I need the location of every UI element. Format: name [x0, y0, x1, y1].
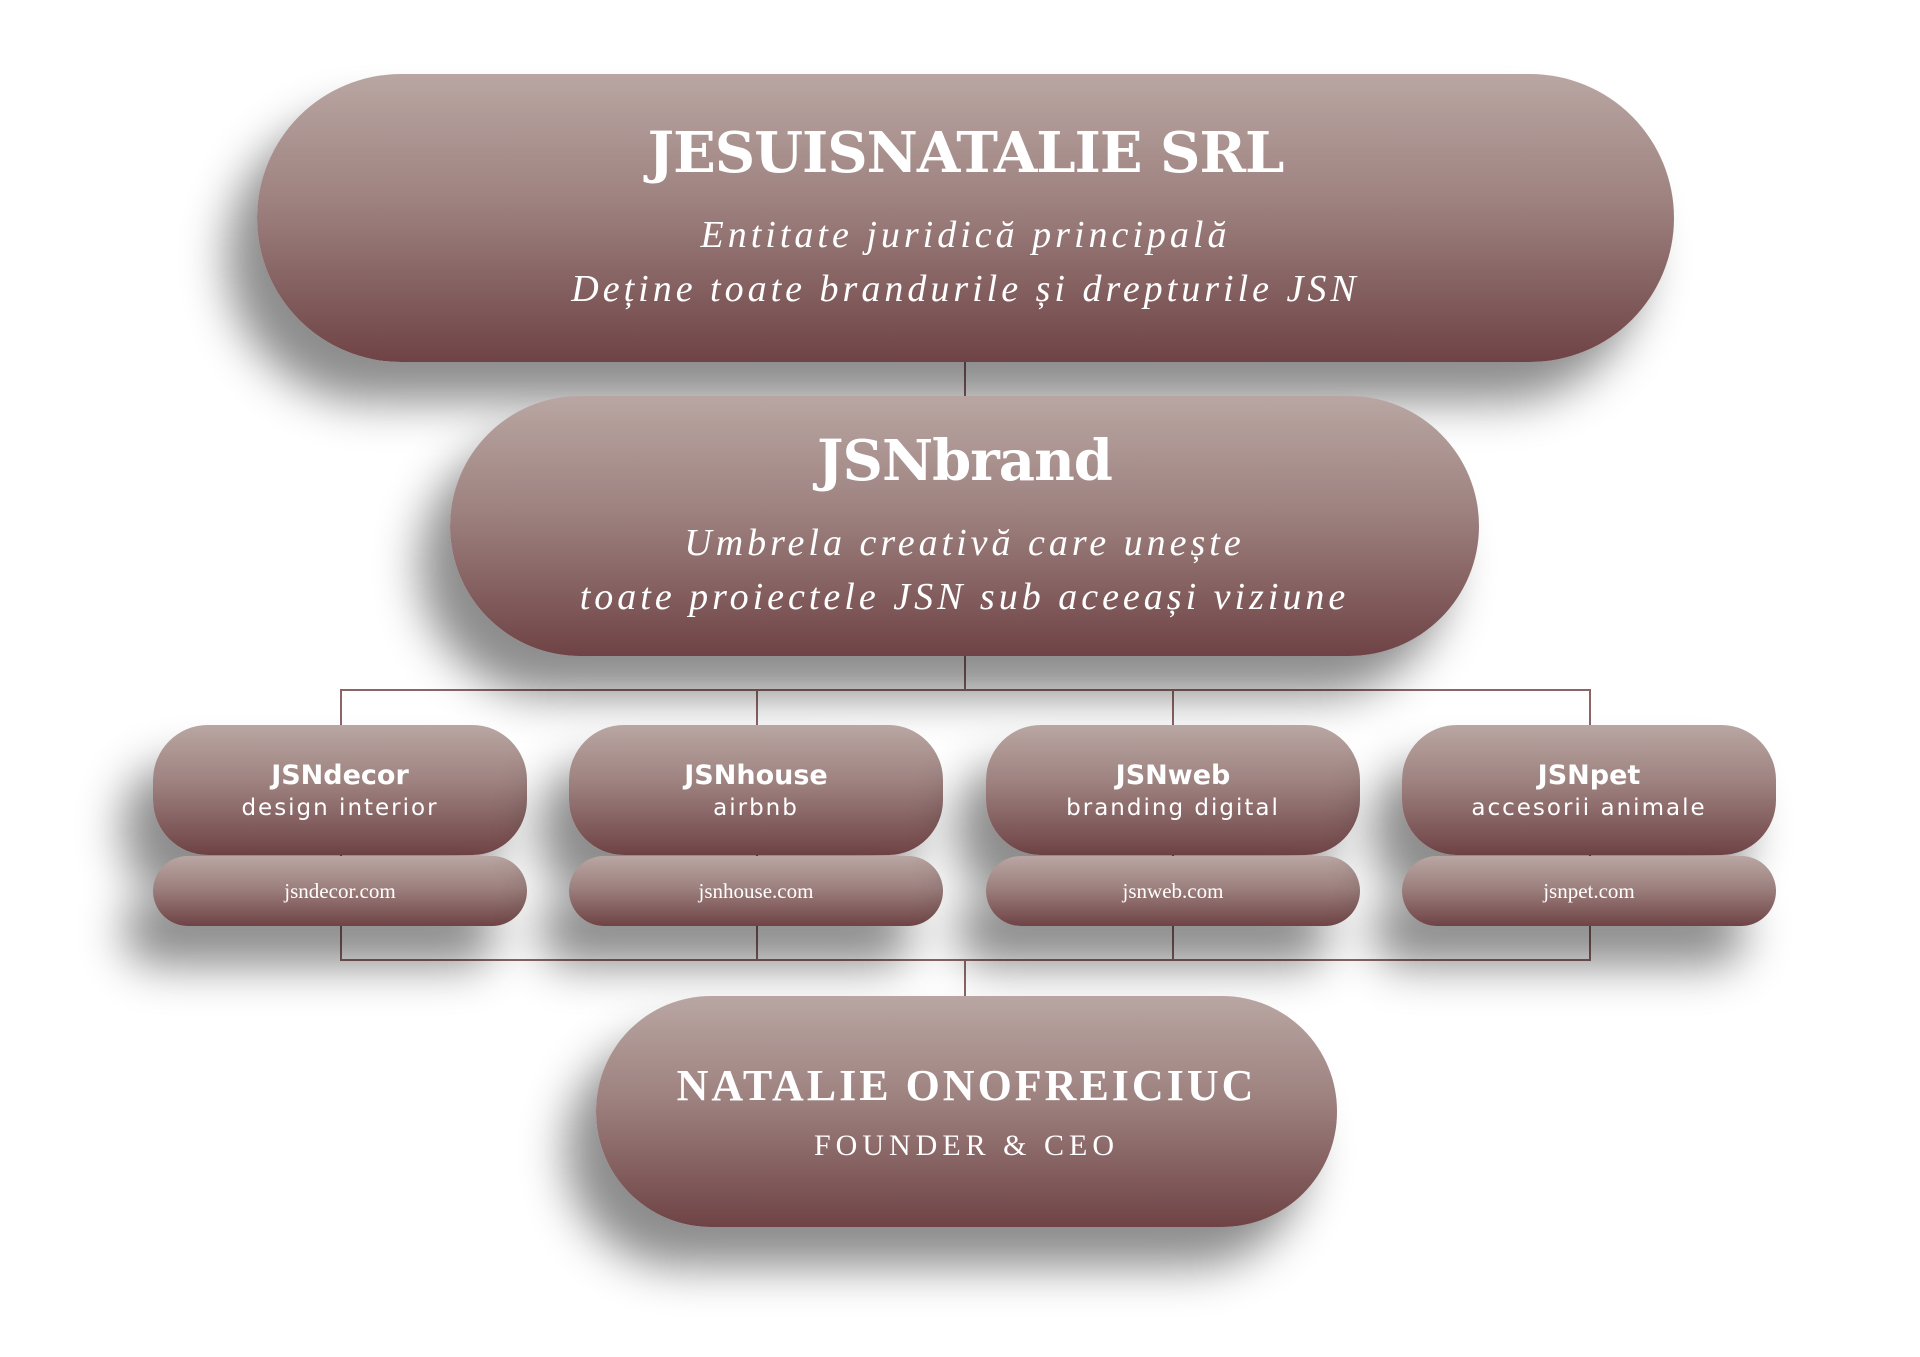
sub-brand-name: JSNweb	[1115, 759, 1231, 791]
sub-brand-desc: accesorii animale	[1471, 794, 1707, 821]
sub-brand-url-jsnpet[interactable]: jsnpet.com	[1402, 856, 1776, 926]
legal-entity-node: JESUISNATALIE SRL Entitate juridică prin…	[257, 74, 1674, 362]
sub-brand-desc: branding digital	[1066, 794, 1280, 821]
legal-entity-line1: Entitate juridică principală	[700, 214, 1231, 256]
sub-brand-name: JSNhouse	[684, 759, 828, 791]
sub-brand-url-jsndecor[interactable]: jsndecor.com	[153, 856, 527, 926]
brand-line1: Umbrela creativă care unește	[684, 522, 1245, 564]
sub-brand-node-jsnweb: JSNweb branding digital	[986, 725, 1360, 855]
sub-brand-url[interactable]: jsnhouse.com	[698, 878, 814, 903]
brand-node: JSNbrand Umbrela creativă care unește to…	[450, 396, 1479, 656]
sub-brand-node-jsnhouse: JSNhouse airbnb	[569, 725, 943, 855]
brand-line2: toate proiectele JSN sub aceeași viziune	[579, 576, 1350, 618]
sub-brand-url[interactable]: jsndecor.com	[284, 878, 396, 903]
connector-top-bar	[340, 689, 1591, 691]
sub-brand-url[interactable]: jsnpet.com	[1543, 878, 1635, 903]
brand-title: JSNbrand	[817, 428, 1113, 494]
sub-brand-url[interactable]: jsnweb.com	[1122, 878, 1224, 903]
connector-brand-down	[964, 650, 966, 691]
sub-brand-url-jsnweb[interactable]: jsnweb.com	[986, 856, 1360, 926]
connector-founder	[964, 960, 966, 1000]
sub-brand-node-jsndecor: JSNdecor design interior	[153, 725, 527, 855]
connector-top	[964, 360, 966, 400]
legal-entity-line2: Deține toate brandurile și drepturile JS…	[571, 268, 1360, 310]
sub-brand-name: JSNdecor	[271, 759, 409, 791]
founder-role: FOUNDER & CEO	[813, 1129, 1119, 1162]
sub-brand-desc: design interior	[241, 794, 439, 821]
sub-brand-name: JSNpet	[1537, 759, 1641, 791]
sub-brand-node-jsnpet: JSNpet accesorii animale	[1402, 725, 1776, 855]
sub-brand-desc: airbnb	[713, 794, 799, 821]
legal-entity-title: JESUISNATALIE SRL	[647, 120, 1285, 186]
founder-name: NATALIE ONOFREICIUC	[676, 1061, 1257, 1110]
sub-brand-url-jsnhouse[interactable]: jsnhouse.com	[569, 856, 943, 926]
founder-node: NATALIE ONOFREICIUC FOUNDER & CEO	[596, 996, 1337, 1227]
